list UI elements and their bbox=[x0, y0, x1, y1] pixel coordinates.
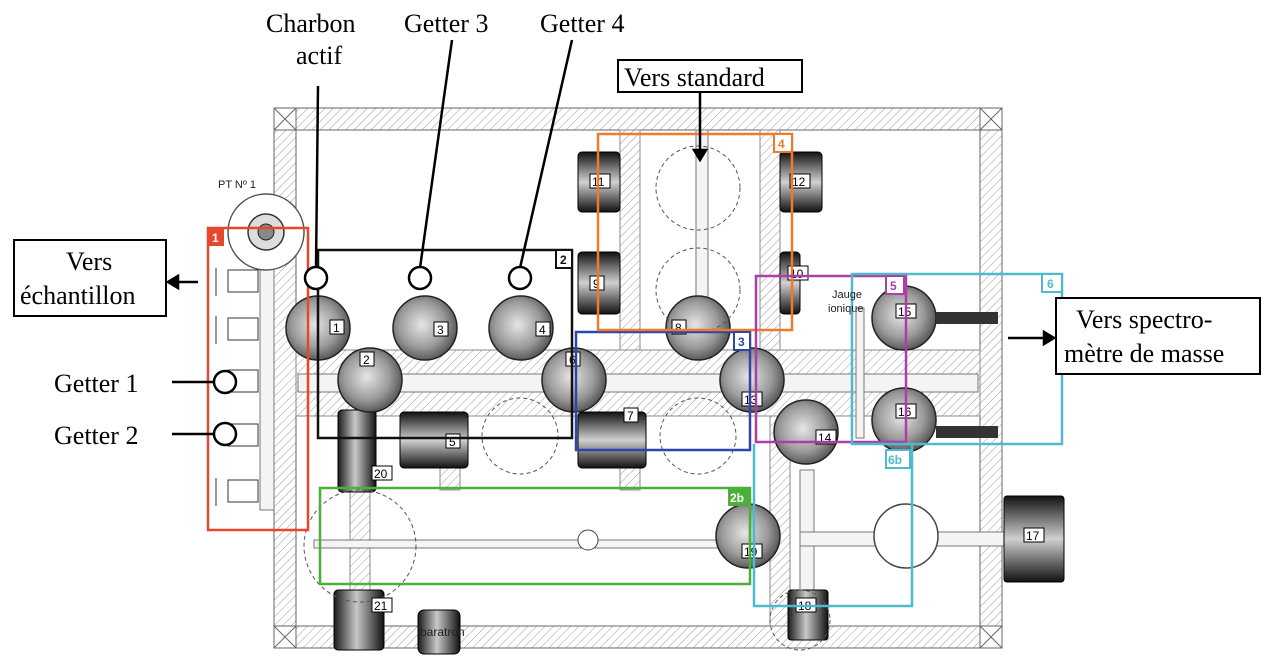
svg-text:9: 9 bbox=[593, 277, 600, 291]
valve-13 bbox=[719, 347, 785, 413]
svg-text:5: 5 bbox=[890, 279, 897, 293]
vers-echantillon-label-1: Vers bbox=[66, 247, 112, 276]
getter3-marker bbox=[407, 265, 433, 291]
charbon-label-2: actif bbox=[296, 41, 343, 70]
svg-text:2: 2 bbox=[363, 353, 370, 367]
baratron-label: baratron bbox=[420, 625, 465, 639]
svg-text:8: 8 bbox=[675, 321, 682, 335]
tag-21: 21 bbox=[371, 597, 393, 613]
vers-echantillon-label-2: échantillon bbox=[20, 281, 136, 310]
getter2-marker bbox=[212, 421, 238, 447]
getter1-marker bbox=[212, 369, 238, 395]
callouts bbox=[165, 39, 1057, 447]
vers-echantillon-box bbox=[13, 239, 167, 317]
valve-2 bbox=[337, 347, 403, 413]
svg-text:5: 5 bbox=[449, 435, 456, 449]
zone-3-box bbox=[574, 330, 752, 452]
actuator-5 bbox=[399, 411, 469, 469]
vers-standard-box bbox=[617, 59, 803, 93]
svg-text:17: 17 bbox=[1026, 529, 1040, 543]
actuator-7 bbox=[577, 411, 647, 469]
svg-text:6b: 6b bbox=[888, 453, 902, 467]
svg-text:12: 12 bbox=[792, 175, 806, 189]
zone-1-box bbox=[206, 226, 310, 532]
getter4-marker bbox=[507, 265, 533, 291]
vers-spectro-label-2: mètre de masse bbox=[1064, 339, 1224, 368]
svg-text:2b: 2b bbox=[730, 491, 744, 505]
zone-5-box bbox=[754, 274, 908, 444]
zone-6b-box bbox=[752, 444, 914, 608]
tag-3: 3 bbox=[433, 321, 449, 337]
charbon-label-1: Charbon bbox=[266, 9, 356, 38]
getter1-label: Getter 1 bbox=[54, 369, 138, 398]
zone-2-box bbox=[316, 248, 574, 440]
valve-3 bbox=[392, 295, 458, 361]
svg-text:20: 20 bbox=[374, 467, 388, 481]
valve-4 bbox=[488, 295, 554, 361]
actuator-20 bbox=[337, 409, 377, 493]
tag-5: 5 bbox=[445, 433, 461, 449]
tag-7: 7 bbox=[623, 407, 639, 423]
zone-4-box bbox=[596, 132, 794, 332]
tag-12: 12 bbox=[789, 173, 811, 189]
valve-8 bbox=[665, 295, 731, 361]
svg-text:21: 21 bbox=[374, 599, 388, 613]
svg-text:7: 7 bbox=[627, 409, 634, 423]
pt-label: PT Nº 1 bbox=[218, 179, 256, 191]
actuator-10 bbox=[779, 251, 801, 315]
bellows bbox=[936, 312, 998, 438]
valve-heads bbox=[285, 285, 937, 569]
svg-text:6: 6 bbox=[1047, 277, 1054, 291]
tubing bbox=[259, 129, 1031, 621]
zone-2b-box bbox=[318, 486, 752, 586]
vers-spectro-label-1: Vers spectro- bbox=[1076, 305, 1212, 334]
getter4-label: Getter 4 bbox=[540, 9, 624, 38]
vers-standard-label: Vers standard bbox=[624, 63, 765, 92]
tag-13: 13 bbox=[741, 391, 763, 407]
pt-pump: PT Nº 1 bbox=[218, 179, 305, 271]
valve-tags: 1 2 3 4 5 6 7 8 9 10 11 12 13 14 15 16 1… bbox=[329, 173, 1045, 613]
jauge-label-2: ionique bbox=[828, 303, 863, 315]
svg-text:3: 3 bbox=[437, 323, 444, 337]
jauge-label-1: Jauge bbox=[832, 289, 862, 301]
tag-2: 2 bbox=[359, 351, 375, 367]
svg-text:4: 4 bbox=[778, 137, 785, 151]
zone-tags: 1 2 2b 3 4 5 6 6b bbox=[208, 133, 1063, 506]
vers-spectro-box bbox=[1055, 297, 1261, 375]
tag-19: 19 bbox=[741, 543, 763, 559]
tag-4: 4 bbox=[535, 321, 551, 337]
baratron bbox=[417, 609, 461, 655]
svg-text:1: 1 bbox=[333, 321, 340, 335]
svg-text:4: 4 bbox=[539, 323, 546, 337]
svg-text:1: 1 bbox=[212, 231, 219, 245]
getter2-label: Getter 2 bbox=[54, 421, 138, 450]
svg-text:10: 10 bbox=[790, 267, 804, 281]
tag-1: 1 bbox=[329, 319, 345, 335]
tag-20: 20 bbox=[371, 465, 393, 481]
valve-6 bbox=[541, 347, 607, 413]
svg-text:3: 3 bbox=[738, 335, 745, 349]
svg-text:2: 2 bbox=[560, 253, 567, 267]
charbon-marker bbox=[303, 265, 329, 291]
getter3-label: Getter 3 bbox=[404, 9, 488, 38]
tag-17: 17 bbox=[1023, 527, 1045, 543]
valve-14 bbox=[773, 399, 839, 465]
tag-11: 11 bbox=[589, 173, 611, 189]
